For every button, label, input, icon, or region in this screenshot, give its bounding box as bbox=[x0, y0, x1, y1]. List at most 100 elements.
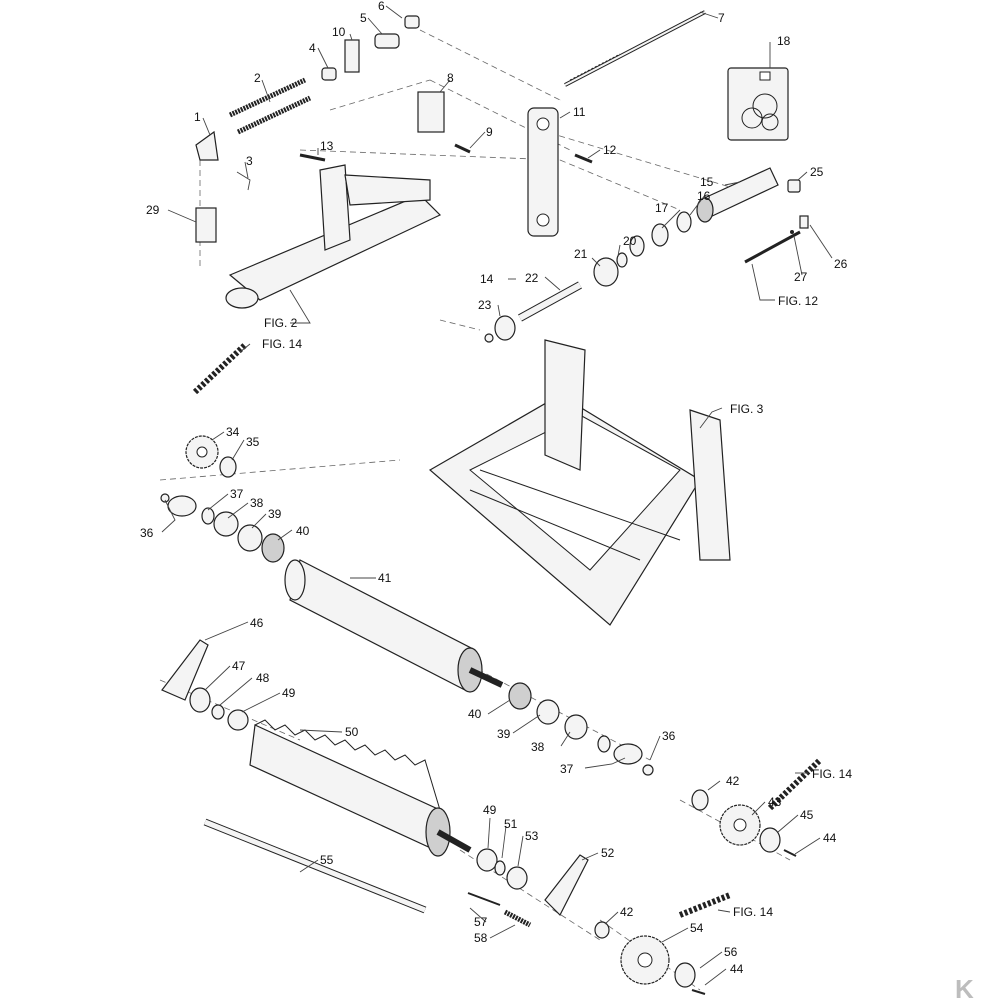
left-bearing-group bbox=[160, 493, 285, 563]
part-56-hub bbox=[674, 962, 706, 995]
label-fig-12: FIG. 12 bbox=[778, 294, 818, 308]
logo-k: K bbox=[955, 974, 974, 1000]
label-36-left: 36 bbox=[140, 526, 154, 540]
fig-2-frame bbox=[225, 164, 442, 309]
label-14: 14 bbox=[480, 272, 494, 286]
part-52-bracket bbox=[544, 854, 589, 917]
part-9-pin bbox=[454, 143, 471, 154]
label-44-upper: 44 bbox=[823, 831, 837, 845]
fig-14-chain-lower bbox=[678, 892, 732, 918]
label-4: 4 bbox=[309, 41, 316, 55]
label-43: 43 bbox=[768, 795, 782, 809]
label-fig-2: FIG. 2 bbox=[264, 316, 298, 330]
part-26-27-fitting bbox=[790, 215, 809, 234]
label-18: 18 bbox=[777, 34, 791, 48]
part-6-bushing bbox=[404, 15, 420, 29]
fig-12-rod bbox=[744, 230, 801, 264]
label-fig-14-lower: FIG. 14 bbox=[733, 905, 773, 919]
label-37-left: 37 bbox=[230, 487, 244, 501]
part-35-bushing bbox=[219, 456, 237, 478]
label-40-left: 40 bbox=[296, 524, 310, 538]
label-20: 20 bbox=[623, 234, 637, 248]
label-23: 23 bbox=[478, 298, 492, 312]
part-42-bushing-upper bbox=[691, 789, 709, 811]
label-fig-14-right: FIG. 14 bbox=[812, 767, 852, 781]
label-49-right: 49 bbox=[483, 803, 497, 817]
label-13: 13 bbox=[320, 139, 334, 153]
label-21: 21 bbox=[574, 247, 588, 261]
label-55: 55 bbox=[320, 853, 334, 867]
label-46: 46 bbox=[250, 616, 264, 630]
part-1-plate bbox=[195, 130, 219, 161]
label-45: 45 bbox=[800, 808, 814, 822]
label-39-right: 39 bbox=[497, 727, 511, 741]
callout-labels: 1 2 3 4 5 6 7 8 9 10 11 12 13 14 15 16 1… bbox=[140, 0, 852, 976]
label-49-left: 49 bbox=[282, 686, 296, 700]
part-18-seal-kit-bag bbox=[727, 67, 789, 141]
label-1: 1 bbox=[194, 110, 201, 124]
part-57-58-spring bbox=[467, 892, 532, 928]
part-16-17-seals bbox=[629, 211, 692, 257]
part-23-bushing bbox=[484, 315, 516, 343]
right-bearing-group bbox=[508, 682, 654, 776]
label-58: 58 bbox=[474, 931, 488, 945]
label-15: 15 bbox=[700, 175, 714, 189]
label-29: 29 bbox=[146, 203, 160, 217]
part-7-threaded-rod bbox=[564, 10, 706, 87]
part-20-ring bbox=[616, 252, 628, 268]
label-5: 5 bbox=[360, 11, 367, 25]
label-8: 8 bbox=[447, 71, 454, 85]
fig-14-chain-top bbox=[192, 342, 248, 395]
part-43-sprocket bbox=[719, 804, 761, 846]
label-11: 11 bbox=[573, 105, 586, 119]
label-41: 41 bbox=[378, 571, 392, 585]
part-5-pivot bbox=[374, 33, 400, 49]
label-36-right: 36 bbox=[662, 729, 676, 743]
part-4-bushing bbox=[321, 67, 337, 81]
label-50: 50 bbox=[345, 725, 359, 739]
label-40-right: 40 bbox=[468, 707, 482, 721]
label-42-lower: 42 bbox=[620, 905, 634, 919]
label-34: 34 bbox=[226, 425, 240, 439]
label-fig-3: FIG. 3 bbox=[730, 402, 764, 416]
label-3: 3 bbox=[246, 154, 253, 168]
label-fig-14-top: FIG. 14 bbox=[262, 337, 302, 351]
part-3-pin bbox=[236, 171, 251, 191]
label-10: 10 bbox=[332, 25, 346, 39]
part-21-bushing bbox=[593, 257, 619, 287]
label-44-lower: 44 bbox=[730, 962, 744, 976]
label-38-right: 38 bbox=[531, 740, 545, 754]
label-38-left: 38 bbox=[250, 496, 264, 510]
label-57: 57 bbox=[474, 915, 488, 929]
part-42-bushing-lower bbox=[594, 921, 610, 939]
label-47: 47 bbox=[232, 659, 246, 673]
part-8-plate bbox=[417, 91, 445, 133]
label-22: 22 bbox=[525, 271, 539, 285]
assembly-dash-lines bbox=[159, 29, 791, 991]
part-55-bar bbox=[203, 818, 427, 914]
part-54-sprocket bbox=[620, 935, 670, 985]
label-2: 2 bbox=[254, 71, 261, 85]
label-6: 6 bbox=[378, 0, 385, 13]
label-52: 52 bbox=[601, 846, 615, 860]
label-39-left: 39 bbox=[268, 507, 282, 521]
part-22-shaft bbox=[518, 281, 582, 322]
part-10-bracket bbox=[344, 39, 360, 73]
label-16: 16 bbox=[697, 189, 711, 203]
brand-logo: K bbox=[955, 974, 974, 1000]
part-2-springs bbox=[228, 77, 312, 135]
part-15-cylinder bbox=[696, 167, 779, 223]
fig-3-hopper-frame bbox=[428, 339, 731, 626]
part-45-hub bbox=[759, 827, 797, 857]
label-9: 9 bbox=[486, 125, 493, 139]
label-12: 12 bbox=[603, 143, 617, 157]
label-56: 56 bbox=[724, 945, 738, 959]
label-54: 54 bbox=[690, 921, 704, 935]
label-42-upper: 42 bbox=[726, 774, 740, 788]
label-7: 7 bbox=[718, 11, 725, 25]
part-11-arm bbox=[527, 107, 559, 237]
label-17: 17 bbox=[655, 201, 669, 215]
part-13-pin bbox=[299, 153, 326, 162]
part-34-sprocket bbox=[185, 435, 219, 469]
label-53: 53 bbox=[525, 829, 539, 843]
